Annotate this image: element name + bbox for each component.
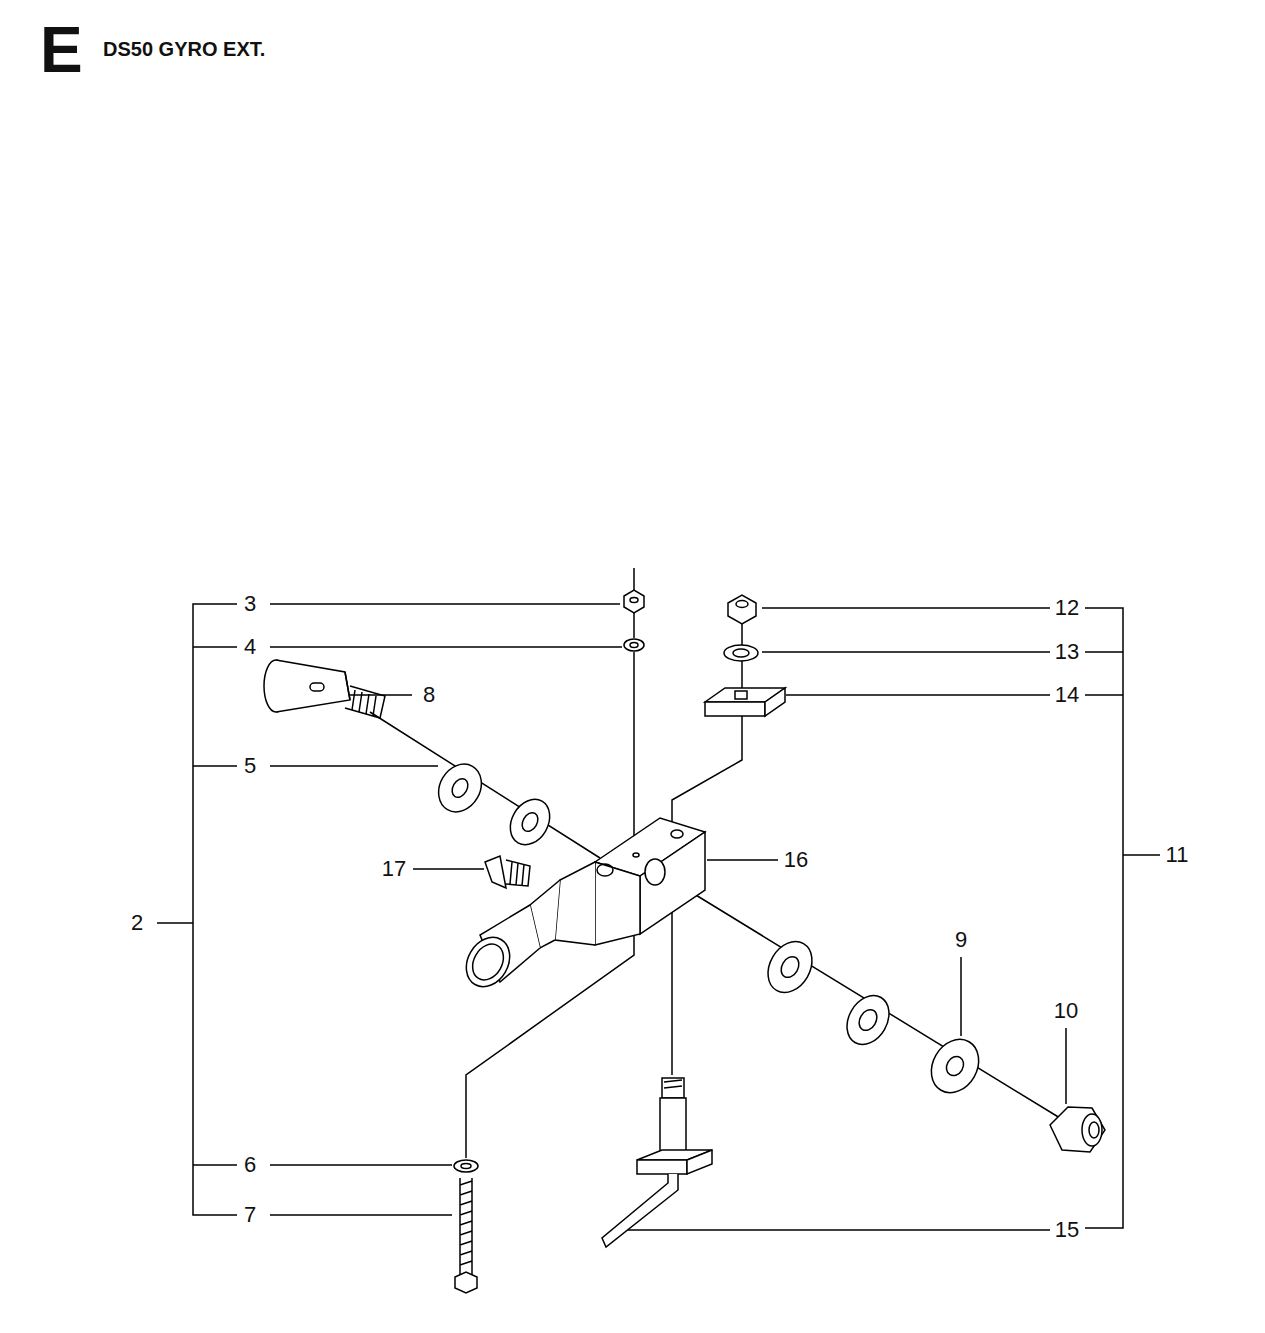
callout-number: 12 xyxy=(1055,597,1079,619)
callout-number: 3 xyxy=(244,593,256,615)
callout-number: 7 xyxy=(244,1204,256,1226)
section-letter: E xyxy=(40,18,83,82)
callout-number: 15 xyxy=(1055,1219,1079,1241)
callout-number: 4 xyxy=(244,636,256,658)
callout-number: 13 xyxy=(1055,641,1079,663)
callout-number: 14 xyxy=(1055,684,1079,706)
callout-number: 8 xyxy=(423,684,435,706)
callout-number: 6 xyxy=(244,1154,256,1176)
callout-number: 11 xyxy=(1166,844,1189,866)
callout-number: 17 xyxy=(382,858,406,880)
callout-number: 9 xyxy=(955,929,967,951)
callout-number: 10 xyxy=(1054,1000,1078,1022)
callout-number: 2 xyxy=(131,912,143,934)
callout-number: 5 xyxy=(244,755,256,777)
diagram-title: DS50 GYRO EXT. xyxy=(103,38,265,61)
callout-number: 16 xyxy=(784,849,808,871)
